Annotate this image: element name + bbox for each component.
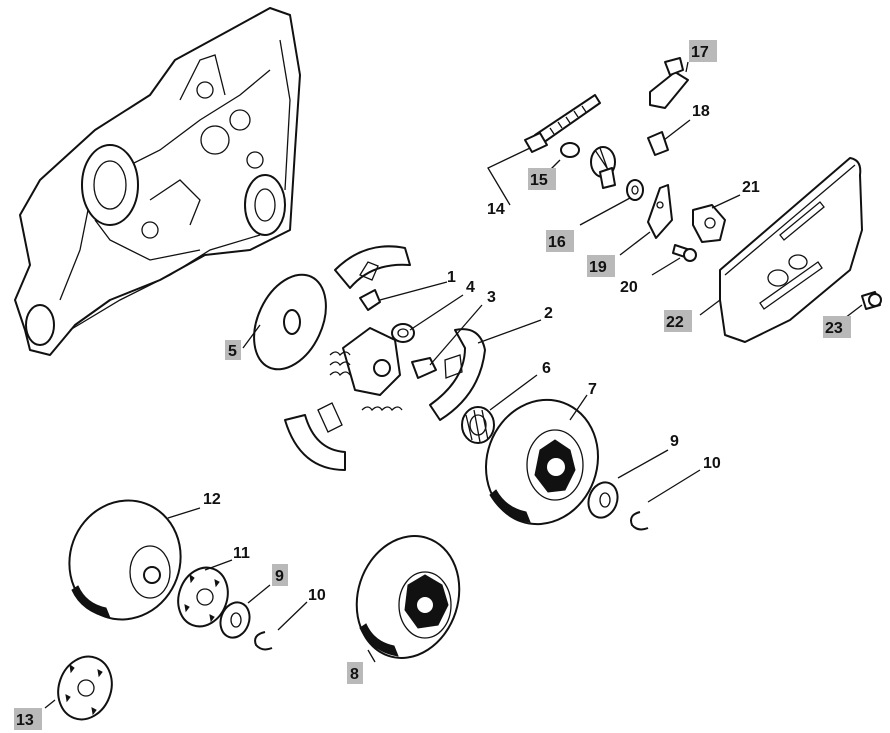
callout-14: 14 — [487, 201, 505, 218]
callout-8: 8 — [347, 662, 363, 684]
svg-text:3: 3 — [487, 289, 496, 306]
part-10-eclip-right — [630, 511, 649, 531]
svg-text:12: 12 — [203, 491, 221, 508]
part-6-needle-bearing — [461, 406, 495, 444]
svg-text:11: 11 — [233, 545, 250, 562]
callout-5: 5 — [225, 340, 241, 360]
crankcase-housing — [14, 7, 301, 356]
part-15-o-ring — [560, 142, 580, 158]
part-19-plate — [647, 184, 673, 239]
part-1-clutch-carrier — [342, 289, 401, 396]
clutch-shoe-bottom — [284, 402, 346, 471]
svg-text:15: 15 — [530, 172, 548, 189]
part-13-rim-sprocket — [57, 655, 113, 721]
clutch-spring-left — [329, 351, 351, 377]
svg-text:23: 23 — [825, 320, 843, 337]
svg-text:5: 5 — [228, 343, 237, 360]
callout-16: 16 — [546, 230, 574, 252]
svg-text:1: 1 — [447, 269, 456, 286]
callout-7: 7 — [588, 381, 597, 398]
callout-19: 19 — [587, 255, 615, 277]
part-20-screw — [672, 244, 697, 262]
part-14-tensioner-screw — [524, 94, 601, 153]
callout-17: 17 — [689, 40, 717, 62]
part-22-sprocket-cover — [719, 157, 863, 343]
callout-10a: 10 — [703, 455, 721, 472]
svg-text:21: 21 — [742, 179, 760, 196]
callout-6: 6 — [542, 360, 551, 377]
clutch-shoe-top — [334, 245, 411, 289]
svg-text:10: 10 — [308, 587, 326, 604]
callout-9b: 9 — [272, 564, 288, 586]
part-8-spur-drum — [355, 535, 461, 659]
part-23-bolt — [861, 291, 882, 310]
svg-text:8: 8 — [350, 666, 359, 683]
callout-20: 20 — [620, 279, 638, 296]
part-21-tensioner-nut — [692, 204, 726, 243]
callout-22: 22 — [664, 310, 692, 332]
part-11-rim-sprocket — [177, 566, 229, 628]
svg-text:9: 9 — [670, 433, 679, 450]
callout-13: 13 — [14, 708, 42, 730]
part-18-clip — [647, 131, 669, 156]
svg-text:7: 7 — [588, 381, 597, 398]
tensioner-gear — [590, 146, 616, 189]
part-5-washer-disc — [253, 273, 327, 371]
part-12-rim-drum — [68, 499, 182, 621]
callout-9a: 9 — [670, 433, 679, 450]
svg-text:22: 22 — [666, 314, 684, 331]
clutch-spring-lower — [361, 406, 403, 412]
part-10-eclip-left — [254, 631, 273, 651]
callout-4: 4 — [466, 279, 475, 296]
callout-23: 23 — [823, 316, 851, 338]
svg-text:2: 2 — [544, 305, 553, 322]
svg-text:13: 13 — [16, 712, 34, 729]
svg-text:6: 6 — [542, 360, 551, 377]
callout-12: 12 — [203, 491, 221, 508]
callout-15: 15 — [528, 168, 556, 190]
part-7-clutch-drum — [485, 398, 599, 526]
svg-text:10: 10 — [703, 455, 721, 472]
part-4-clutch-spring — [391, 323, 415, 343]
svg-text:4: 4 — [466, 279, 475, 296]
svg-text:14: 14 — [487, 201, 505, 218]
svg-text:18: 18 — [692, 103, 710, 120]
svg-text:17: 17 — [691, 44, 709, 61]
svg-text:20: 20 — [620, 279, 638, 296]
part-9-washer-right — [587, 481, 619, 519]
svg-text:9: 9 — [275, 568, 284, 585]
callout-3: 3 — [487, 289, 496, 306]
callout-18: 18 — [692, 103, 710, 120]
part-16-washer — [626, 179, 644, 201]
part-9-washer-left — [219, 601, 251, 639]
svg-text:16: 16 — [548, 234, 566, 251]
part-2-clutch-shoe-right — [429, 328, 486, 421]
callout-1: 1 — [447, 269, 456, 286]
callout-10b: 10 — [308, 587, 326, 604]
callout-21: 21 — [742, 179, 760, 196]
callout-11: 11 — [233, 545, 250, 562]
leader-lines — [44, 61, 863, 709]
part-3-clutch-clip — [411, 357, 437, 379]
callout-2: 2 — [544, 305, 553, 322]
part-17-bracket — [649, 57, 689, 109]
svg-text:19: 19 — [589, 259, 607, 276]
